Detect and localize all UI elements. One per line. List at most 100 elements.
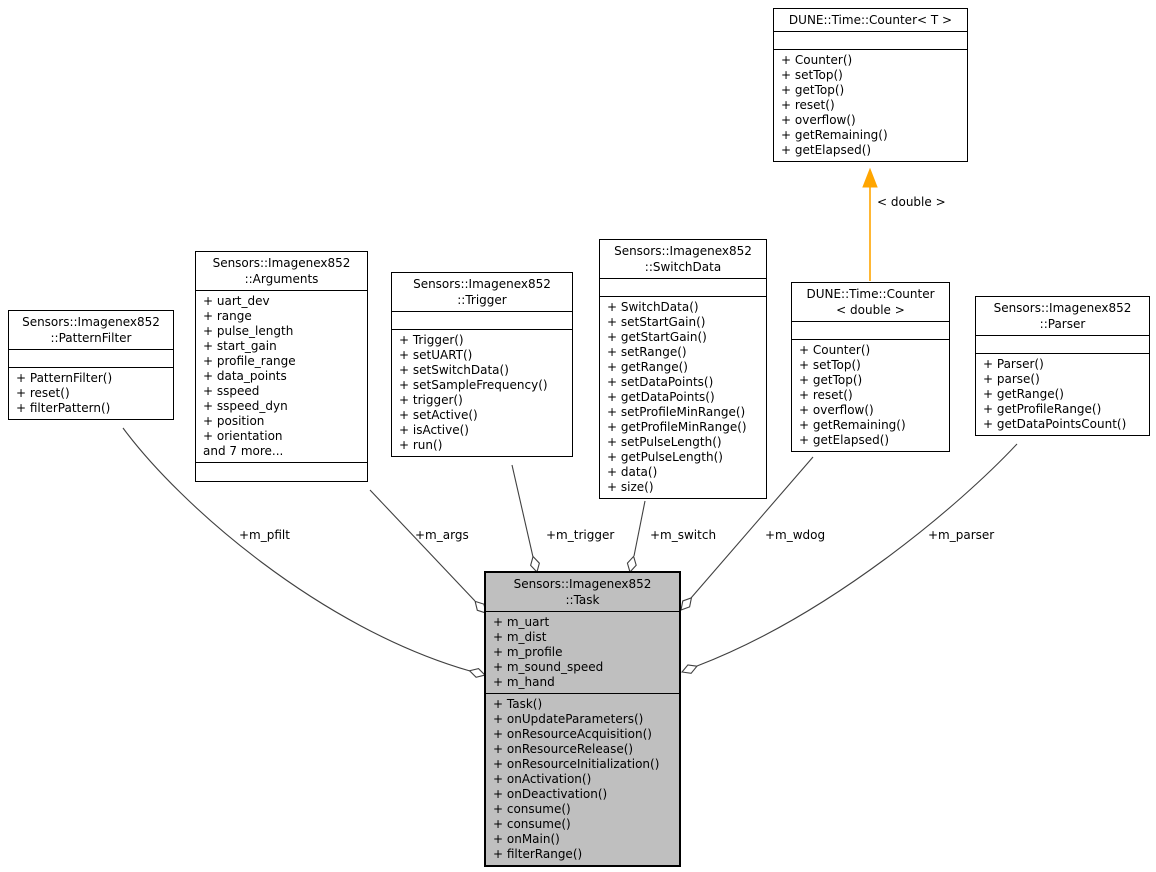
member-line: + m_profile (493, 645, 563, 659)
member-line: + size() (607, 480, 654, 494)
member-line: + m_uart (493, 615, 550, 629)
template-arrowhead-icon (862, 167, 878, 188)
class-box-counter-double[interactable]: DUNE::Time::Counter < double > + Counter… (791, 282, 950, 452)
member-line: + Task() (493, 697, 543, 711)
member-line: + getRange() (983, 387, 1064, 401)
class-box-pattern-filter[interactable]: Sensors::Imagenex852 ::PatternFilter + P… (8, 310, 174, 420)
class-attributes (792, 322, 949, 340)
member-line: + consume() (493, 802, 571, 816)
member-line: + isActive() (399, 423, 469, 437)
class-box-counter-t[interactable]: DUNE::Time::Counter< T > + Counter()+ se… (773, 8, 968, 162)
member-line: + reset() (16, 386, 70, 400)
member-line: + sspeed_dyn (203, 399, 288, 413)
member-line: + onMain() (493, 832, 560, 846)
member-line: + setActive() (399, 408, 478, 422)
edge-label-m-wdog: +m_wdog (765, 528, 826, 542)
member-line: + data_points (203, 369, 287, 383)
member-line: + filterPattern() (16, 401, 111, 415)
member-line: + Parser() (983, 357, 1044, 371)
class-title: Sensors::Imagenex852 ::Arguments (196, 252, 367, 291)
class-box-switch-data[interactable]: Sensors::Imagenex852 ::SwitchData + Swit… (599, 239, 767, 499)
edge-m-args (369, 489, 476, 602)
class-title: Sensors::Imagenex852 ::PatternFilter (9, 311, 173, 350)
class-attributes: + uart_dev+ range+ pulse_length+ start_g… (196, 291, 367, 463)
member-line: + profile_range (203, 354, 296, 368)
class-methods: + SwitchData()+ setStartGain()+ getStart… (600, 297, 766, 498)
member-line: + getProfileMinRange() (607, 420, 747, 434)
member-line: + getElapsed() (781, 143, 872, 157)
member-line: + setSampleFrequency() (399, 378, 548, 392)
class-title: Sensors::Imagenex852 ::SwitchData (600, 240, 766, 279)
class-title: DUNE::Time::Counter< T > (774, 9, 967, 32)
edge-label-m-switch: +m_switch (650, 528, 717, 542)
member-line: + m_hand (493, 675, 555, 689)
member-line: + range (203, 309, 252, 323)
member-line: + reset() (781, 98, 835, 112)
edge-label-m-pfilt: +m_pfilt (239, 528, 290, 542)
edge-label-m-parser: +m_parser (928, 528, 995, 542)
member-line: + start_gain (203, 339, 277, 353)
member-line: + getPulseLength() (607, 450, 723, 464)
member-line: + getProfileRange() (983, 402, 1102, 416)
member-line: + SwitchData() (607, 300, 699, 314)
class-attributes (9, 350, 173, 368)
member-line: + position (203, 414, 265, 428)
member-line: + getTop() (781, 83, 845, 97)
class-attributes (600, 279, 766, 297)
member-line: + setTop() (781, 68, 843, 82)
member-line: + Trigger() (399, 333, 464, 347)
member-line: + onActivation() (493, 772, 592, 786)
class-box-arguments[interactable]: Sensors::Imagenex852 ::Arguments + uart_… (195, 251, 368, 482)
class-attributes: + m_uart+ m_dist+ m_profile+ m_sound_spe… (486, 612, 679, 694)
member-line: + onDeactivation() (493, 787, 608, 801)
edge-m-trigger (511, 464, 534, 558)
member-line: + setTop() (799, 358, 861, 372)
edge-label-m-trigger: +m_trigger (546, 528, 615, 542)
class-methods: + Parser()+ parse()+ getRange()+ getProf… (976, 354, 1149, 435)
class-attributes (774, 32, 967, 50)
class-methods (196, 463, 367, 481)
member-line: + run() (399, 438, 443, 452)
class-title: DUNE::Time::Counter < double > (792, 283, 949, 322)
edge-label-m-args: +m_args (415, 528, 469, 542)
member-line: + setSwitchData() (399, 363, 509, 377)
class-methods: + Trigger()+ setUART()+ setSwitchData()+… (392, 330, 572, 456)
class-box-trigger[interactable]: Sensors::Imagenex852 ::Trigger + Trigger… (391, 272, 573, 457)
member-line: + parse() (983, 372, 1040, 386)
class-attributes (976, 336, 1149, 354)
member-line: + m_dist (493, 630, 547, 644)
edge-m-switch (633, 500, 646, 557)
member-line: + consume() (493, 817, 571, 831)
member-line: and 7 more... (203, 444, 284, 458)
member-line: + setRange() (607, 345, 687, 359)
member-line: + filterRange() (493, 847, 583, 861)
class-box-parser[interactable]: Sensors::Imagenex852 ::Parser + Parser()… (975, 296, 1150, 436)
member-line: + getStartGain() (607, 330, 707, 344)
member-line: + onResourceRelease() (493, 742, 634, 756)
member-line: + getElapsed() (799, 433, 890, 447)
member-line: + setStartGain() (607, 315, 706, 329)
member-line: + uart_dev (203, 294, 270, 308)
edge-m-parser (696, 443, 1018, 667)
member-line: + PatternFilter() (16, 371, 113, 385)
member-line: + onResourceAcquisition() (493, 727, 652, 741)
member-line: + onUpdateParameters() (493, 712, 644, 726)
class-title: Sensors::Imagenex852 ::Task (486, 573, 679, 612)
class-methods: + Counter()+ setTop()+ getTop()+ reset()… (792, 340, 949, 451)
class-box-task-highlighted[interactable]: Sensors::Imagenex852 ::Task + m_uart+ m_… (484, 571, 681, 867)
class-methods: + PatternFilter()+ reset()+ filterPatter… (9, 368, 173, 419)
member-line: + getDataPointsCount() (983, 417, 1127, 431)
member-line: + setPulseLength() (607, 435, 722, 449)
member-line: + pulse_length (203, 324, 294, 338)
member-line: + overflow() (781, 113, 856, 127)
member-line: + data() (607, 465, 658, 479)
class-attributes (392, 312, 572, 330)
member-line: + onResourceInitialization() (493, 757, 660, 771)
member-line: + getDataPoints() (607, 390, 715, 404)
class-title: Sensors::Imagenex852 ::Parser (976, 297, 1149, 336)
member-line: + setDataPoints() (607, 375, 714, 389)
member-line: + reset() (799, 388, 853, 402)
member-line: + sspeed (203, 384, 260, 398)
